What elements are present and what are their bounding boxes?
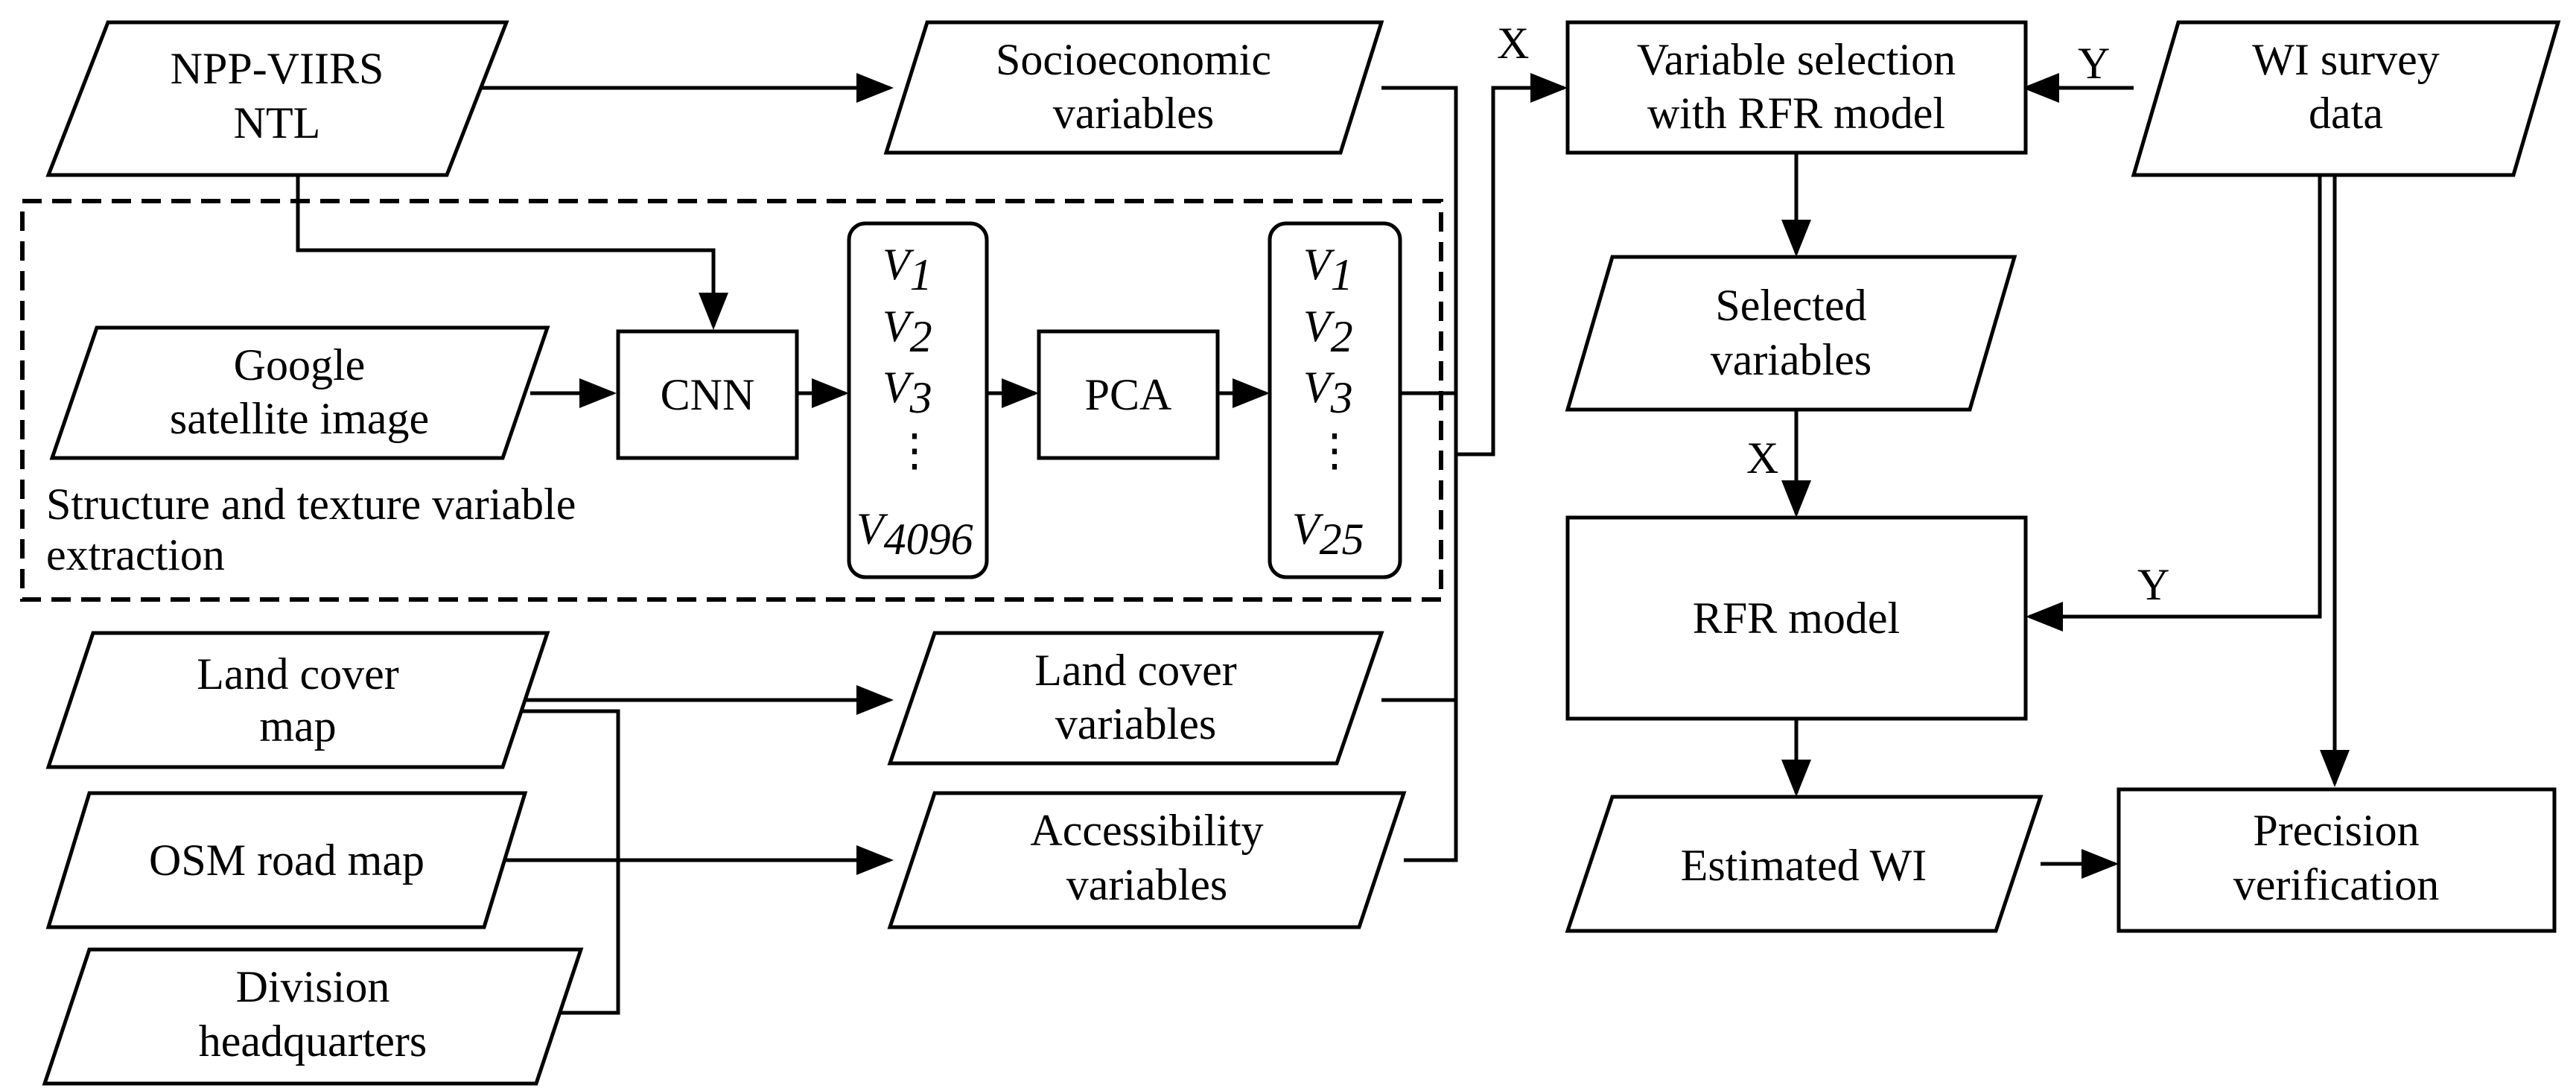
feature-25-v2: V2 bbox=[1303, 302, 1353, 361]
node-variable-selection-line2: with RFR model bbox=[1647, 89, 1945, 138]
feature-25-dots: ⋮ bbox=[1312, 426, 1357, 475]
node-division-line2: headquarters bbox=[199, 1017, 427, 1066]
feature-4096-dots: ⋮ bbox=[892, 426, 937, 475]
node-selected-line1: Selected bbox=[1715, 281, 1866, 330]
edge-label-y-mid: Y bbox=[2137, 560, 2169, 609]
extraction-group-border bbox=[20, 199, 1443, 602]
node-accessibility-line1: Accessibility bbox=[1030, 806, 1263, 855]
node-socioeconomic-line2: variables bbox=[1053, 89, 1215, 138]
node-osm-road-map: OSM road map bbox=[45, 791, 528, 929]
edge-wisurvey-to-rfr bbox=[2026, 175, 2322, 632]
node-land-cover-map-line2: map bbox=[259, 702, 336, 751]
edge-bus-to-variable-selection bbox=[1456, 73, 1568, 457]
node-land-cover-vars-line2: variables bbox=[1055, 699, 1217, 748]
edge-label-x-mid: X bbox=[1746, 433, 1778, 483]
node-socioeconomic-line1: Socioeconomic bbox=[996, 35, 1271, 84]
node-feature-stack-25: V1 V2 V3 ⋮ V25 bbox=[1268, 221, 1402, 579]
node-land-cover-variables: Land cover variables bbox=[887, 631, 1384, 766]
node-wi-survey-line2: data bbox=[2309, 89, 2383, 138]
edge-ntl-to-cnn bbox=[296, 175, 728, 330]
node-npp-viirs-line2: NTL bbox=[234, 98, 321, 147]
edge-socioeconomic-to-bus bbox=[1381, 86, 1458, 862]
node-land-cover-map: Land cover map bbox=[45, 631, 550, 769]
node-accessibility-variables: Accessibility variables bbox=[887, 791, 1407, 929]
node-npp-viirs-ntl: NPP-VIIRS NTL bbox=[45, 20, 509, 177]
node-socioeconomic-variables: Socioeconomic variables bbox=[883, 20, 1384, 155]
node-division-line1: Division bbox=[236, 962, 390, 1011]
node-variable-selection-line1: Variable selection bbox=[1637, 35, 1956, 84]
edge-label-y-top: Y bbox=[2078, 39, 2110, 88]
feature-4096-v1: V1 bbox=[882, 240, 932, 299]
node-division-headquarters: Division headquarters bbox=[42, 947, 584, 1086]
node-estimated-wi-label: Estimated WI bbox=[1681, 841, 1927, 890]
node-precision-line1: Precision bbox=[2253, 806, 2419, 855]
node-osm-road-map-label: OSM road map bbox=[149, 836, 424, 885]
node-cnn: CNN bbox=[616, 329, 799, 460]
feature-4096-vlast: V4096 bbox=[856, 504, 973, 564]
extraction-group-label-line1: Structure and texture variable bbox=[46, 480, 576, 529]
node-pca-label: PCA bbox=[1085, 370, 1172, 419]
edge-label-x-top: X bbox=[1497, 19, 1529, 68]
node-wi-survey-line1: WI survey bbox=[2252, 35, 2440, 84]
edges bbox=[296, 73, 2350, 1015]
feature-25-v1: V1 bbox=[1303, 240, 1353, 299]
node-google-line2: satellite image bbox=[170, 394, 429, 443]
node-rfr-model: RFR model bbox=[1565, 515, 2028, 721]
node-selected-variables: Selected variables bbox=[1565, 255, 2017, 412]
feature-25-vlast: V25 bbox=[1292, 504, 1364, 564]
node-land-cover-vars-line1: Land cover bbox=[1034, 646, 1237, 695]
node-google-line1: Google bbox=[234, 340, 366, 389]
node-land-cover-map-line1: Land cover bbox=[197, 649, 399, 699]
node-accessibility-line2: variables bbox=[1066, 860, 1228, 909]
extraction-group-label-line2: extraction bbox=[46, 530, 225, 579]
edge-landcovermap-connector bbox=[521, 709, 620, 1015]
node-estimated-wi: Estimated WI bbox=[1565, 795, 2044, 933]
feature-25-v3: V3 bbox=[1303, 363, 1353, 422]
node-precision-verification: Precision verification bbox=[2117, 787, 2557, 933]
feature-4096-v2: V2 bbox=[882, 302, 932, 361]
node-selected-line2: variables bbox=[1711, 335, 1872, 384]
node-rfr-model-label: RFR model bbox=[1693, 594, 1900, 643]
node-feature-stack-4096: V1 V2 V3 ⋮ V4096 bbox=[847, 221, 989, 579]
node-npp-viirs-line1: NPP-VIIRS bbox=[171, 44, 384, 93]
node-wi-survey-data: WI survey data bbox=[2131, 20, 2561, 177]
node-cnn-label: CNN bbox=[661, 370, 755, 419]
node-google-satellite-image: Google satellite image bbox=[49, 325, 550, 460]
node-variable-selection: Variable selection with RFR model bbox=[1565, 20, 2028, 155]
node-precision-line2: verification bbox=[2233, 860, 2440, 909]
feature-4096-v3: V3 bbox=[882, 363, 932, 422]
node-pca: PCA bbox=[1037, 329, 1220, 460]
